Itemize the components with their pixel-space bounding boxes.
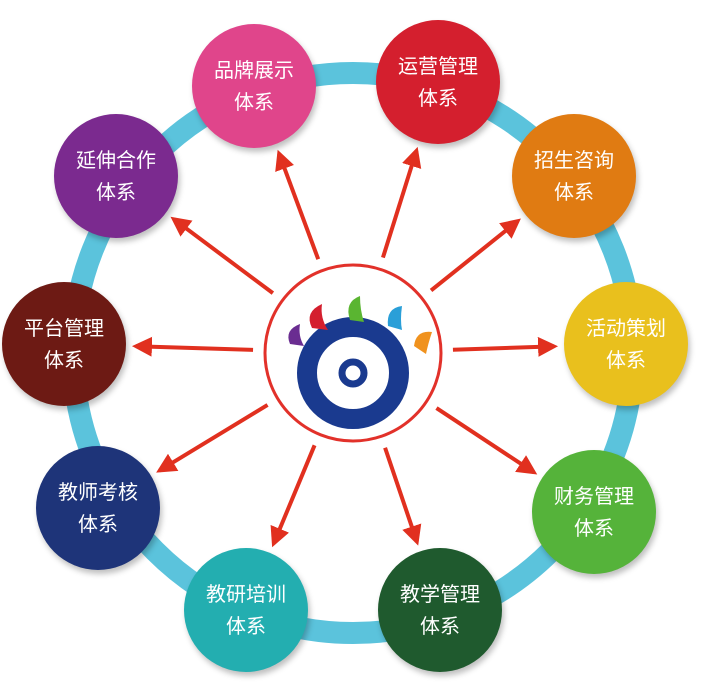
node-label-line1: 活动策划 xyxy=(586,316,666,340)
logo-flame-green xyxy=(348,296,364,322)
arrow xyxy=(429,218,521,293)
node-label-line2: 体系 xyxy=(96,180,136,204)
node-label-line1: 教师考核 xyxy=(58,480,138,504)
node-label-line2: 体系 xyxy=(420,614,460,638)
center-logo xyxy=(263,263,443,443)
arrow xyxy=(435,406,538,475)
arrow xyxy=(452,336,559,357)
node-label-line2: 体系 xyxy=(574,516,614,540)
node-label-line1: 平台管理 xyxy=(24,316,104,340)
logo-flame-purple xyxy=(288,324,304,346)
node-label-line1: 财务管理 xyxy=(554,484,634,508)
arrow xyxy=(131,336,254,357)
arrow xyxy=(170,216,275,295)
arrow xyxy=(383,447,422,546)
logo-outer-swirl xyxy=(297,317,409,429)
logo-flame-orange xyxy=(414,331,432,354)
node-label-line1: 运营管理 xyxy=(398,54,478,78)
node-label-line1: 延伸合作 xyxy=(76,148,156,172)
node-label-line1: 招生咨询 xyxy=(534,148,614,172)
node-teaching: 教学管理 体系 xyxy=(378,548,502,672)
arrow xyxy=(270,444,317,548)
node-label-line2: 体系 xyxy=(226,614,266,638)
node-label-line1: 品牌展示 xyxy=(214,58,294,82)
node-label-line1: 教学管理 xyxy=(400,582,480,606)
arrow xyxy=(275,149,321,260)
node-training: 教研培训 体系 xyxy=(184,548,308,672)
logo-flame-blue xyxy=(387,306,402,330)
node-label-line2: 体系 xyxy=(554,180,594,204)
node-enrollment: 招生咨询 体系 xyxy=(512,114,636,238)
arrows-group xyxy=(131,146,559,548)
node-partnership: 延伸合作 体系 xyxy=(54,114,178,238)
node-label-line2: 体系 xyxy=(234,90,274,114)
node-label-line2: 体系 xyxy=(44,348,84,372)
node-brand-display: 品牌展示 体系 xyxy=(192,24,316,148)
node-label-line1: 教研培训 xyxy=(206,582,286,606)
arrow xyxy=(381,146,422,259)
node-event-planning: 活动策划 体系 xyxy=(564,282,688,406)
node-operations: 运营管理 体系 xyxy=(376,20,500,144)
logo-flame-red xyxy=(309,304,328,330)
node-platform: 平台管理 体系 xyxy=(2,282,126,406)
node-teacher-assessment: 教师考核 体系 xyxy=(36,446,160,570)
node-label-line2: 体系 xyxy=(606,348,646,372)
arrow xyxy=(156,403,269,473)
node-label-line2: 体系 xyxy=(418,86,458,110)
node-finance: 财务管理 体系 xyxy=(532,450,656,574)
node-label-line2: 体系 xyxy=(78,512,118,536)
logo-center-dot xyxy=(338,358,368,388)
